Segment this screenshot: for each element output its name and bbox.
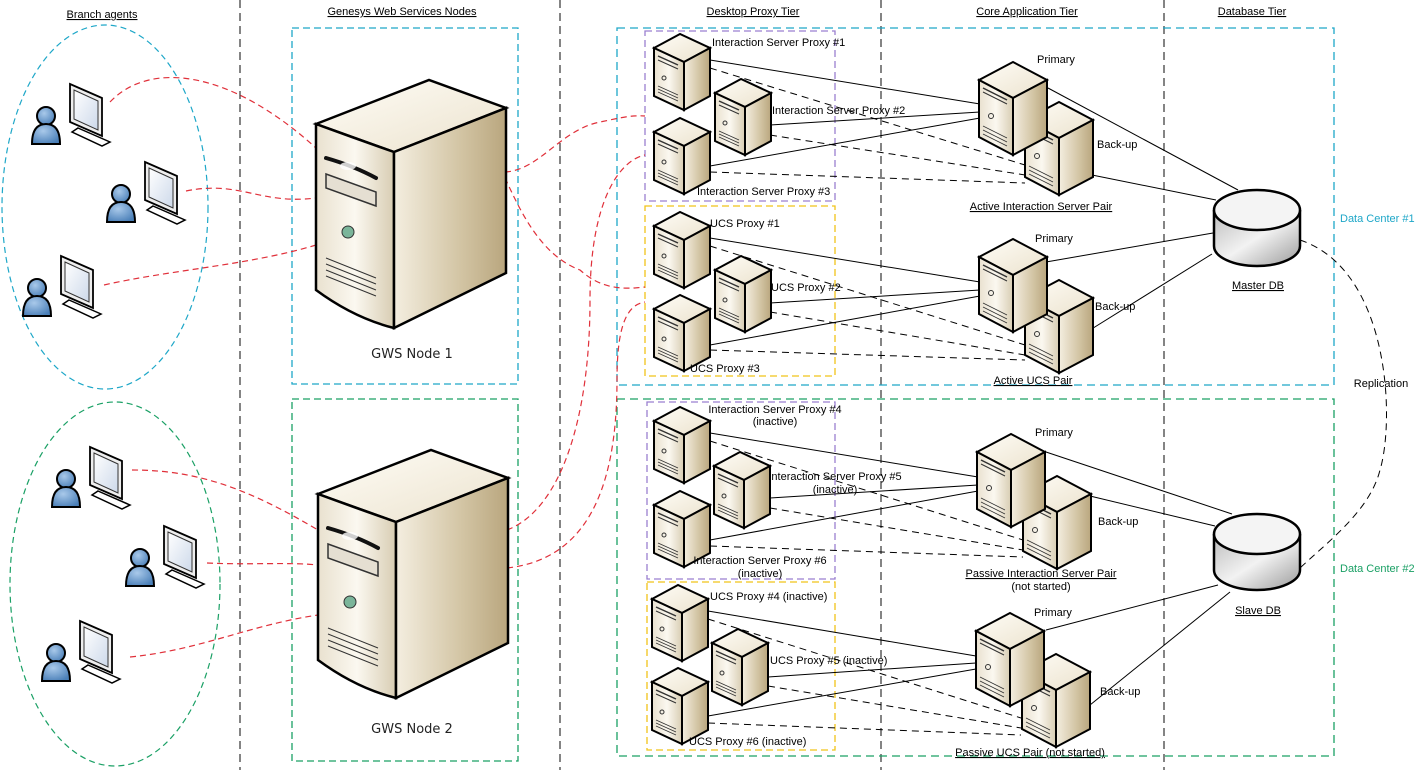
- agent-link-5: [206, 562, 319, 566]
- is-proxy-5[interactable]: [713, 451, 771, 529]
- is-proxy-4-label: Interaction Server Proxy #4: [708, 404, 841, 416]
- agent-1: [31, 83, 111, 147]
- gws2-to-ucs: [506, 301, 646, 569]
- branch-group-1: [1, 24, 209, 390]
- datacenter-2-label: Data Center #2: [1340, 563, 1415, 575]
- is-proxy-group-2: [646, 401, 836, 580]
- ucs-proxy-group-1: [644, 205, 836, 377]
- ucs-proxy-group-2: [646, 581, 836, 751]
- header-gws-nodes: Genesys Web Services Nodes: [328, 6, 477, 18]
- replication-link: [1299, 239, 1387, 569]
- core-links: [707, 59, 1239, 736]
- agent-links: [103, 76, 646, 658]
- is-proxy-4-state: (inactive): [753, 416, 798, 428]
- agent-3: [22, 255, 102, 319]
- ucs-proxy-4-label: UCS Proxy #4 (inactive): [710, 591, 827, 603]
- is-proxy-2[interactable]: [714, 78, 772, 156]
- gws-node-2-label: GWS Node 2: [371, 722, 453, 737]
- is-proxy-1-label: Interaction Server Proxy #1: [712, 37, 845, 49]
- gws-node-1-label: GWS Node 1: [371, 347, 453, 362]
- is-proxy-6-label: Interaction Server Proxy #6: [693, 555, 826, 567]
- active-is-pair-label: Active Interaction Server Pair: [970, 201, 1113, 213]
- active-ucs-pair-label: Active UCS Pair: [994, 375, 1073, 387]
- is-proxy-6-state: (inactive): [738, 568, 783, 580]
- datacenter-2-box: [616, 398, 1335, 757]
- ucs-proxy-1-label: UCS Proxy #1: [710, 218, 780, 230]
- active-is-backup-label: Back-up: [1097, 139, 1137, 151]
- ucs-proxy-6-label: UCS Proxy #6 (inactive): [689, 736, 806, 748]
- replication-label: Replication: [1354, 378, 1408, 390]
- ucs-proxy-2[interactable]: [714, 255, 772, 333]
- gws-node-2-server[interactable]: [316, 448, 510, 700]
- gws-node-1-box: [291, 27, 519, 385]
- agent-6: [41, 620, 121, 684]
- agent-link-2: [185, 187, 317, 200]
- passive-ucs-pair-label: Passive UCS Pair (not started): [955, 747, 1105, 759]
- ucs-proxy-2-label: UCS Proxy #2: [771, 282, 841, 294]
- passive-ucs-primary-label: Primary: [1034, 607, 1072, 619]
- agent-5: [125, 525, 205, 589]
- active-is-primary-label: Primary: [1037, 54, 1075, 66]
- slave-db-label: Slave DB: [1235, 605, 1281, 617]
- header-core-app: Core Application Tier: [976, 6, 1078, 18]
- is-proxy-2-label: Interaction Server Proxy #2: [772, 105, 905, 117]
- ucs-proxy-3[interactable]: [653, 294, 711, 372]
- active-is-primary[interactable]: [978, 61, 1048, 156]
- passive-is-primary-label: Primary: [1035, 427, 1073, 439]
- passive-is-pair-state: (not started): [1011, 581, 1070, 593]
- agent-link-3: [103, 244, 317, 286]
- gws1-to-isp: [504, 115, 646, 173]
- branch-group-2: [9, 401, 221, 767]
- datacenter-1-box: [616, 27, 1335, 386]
- active-ucs-primary-label: Primary: [1035, 233, 1073, 245]
- is-proxy-5-state: (inactive): [813, 484, 858, 496]
- gws-node-2-box: [291, 398, 519, 762]
- ucs-proxy-4[interactable]: [651, 584, 709, 662]
- ucs-proxy-1[interactable]: [653, 211, 711, 289]
- gws1-to-ucs: [504, 177, 646, 289]
- passive-ucs-primary[interactable]: [975, 612, 1045, 707]
- agent-link-1: [109, 76, 317, 149]
- is-proxy-4[interactable]: [653, 406, 711, 484]
- is-proxy-5-label: Interaction Server Proxy #5: [768, 471, 901, 483]
- passive-ucs-backup-label: Back-up: [1100, 686, 1140, 698]
- passive-is-pair-label: Passive Interaction Server Pair: [965, 568, 1116, 580]
- slave-db[interactable]: [1212, 512, 1302, 592]
- agent-2: [106, 161, 186, 225]
- master-db[interactable]: [1212, 188, 1302, 268]
- ucs-proxy-5[interactable]: [711, 628, 769, 706]
- active-ucs-primary[interactable]: [978, 238, 1048, 333]
- header-branch-agents: Branch agents: [67, 9, 138, 21]
- datacenter-1-label: Data Center #1: [1340, 213, 1415, 225]
- agent-link-6: [129, 614, 319, 658]
- is-proxy-3[interactable]: [653, 117, 711, 195]
- gws2-to-isp: [506, 154, 646, 531]
- master-db-label: Master DB: [1232, 280, 1284, 292]
- header-database: Database Tier: [1218, 6, 1287, 18]
- agent-4: [51, 446, 131, 510]
- passive-is-primary[interactable]: [976, 433, 1046, 528]
- is-proxy-1[interactable]: [653, 33, 711, 111]
- ucs-proxy-3-label: UCS Proxy #3: [690, 363, 760, 375]
- is-proxy-3-label: Interaction Server Proxy #3: [697, 186, 830, 198]
- gws-node-1-server[interactable]: [314, 78, 508, 330]
- active-ucs-backup-label: Back-up: [1095, 301, 1135, 313]
- ucs-proxy-6[interactable]: [651, 667, 709, 745]
- passive-is-backup-label: Back-up: [1098, 516, 1138, 528]
- header-desktop-proxy: Desktop Proxy Tier: [707, 6, 800, 18]
- is-proxy-group-1: [644, 30, 836, 202]
- agent-link-4: [131, 469, 319, 531]
- ucs-proxy-5-label: UCS Proxy #5 (inactive): [770, 655, 887, 667]
